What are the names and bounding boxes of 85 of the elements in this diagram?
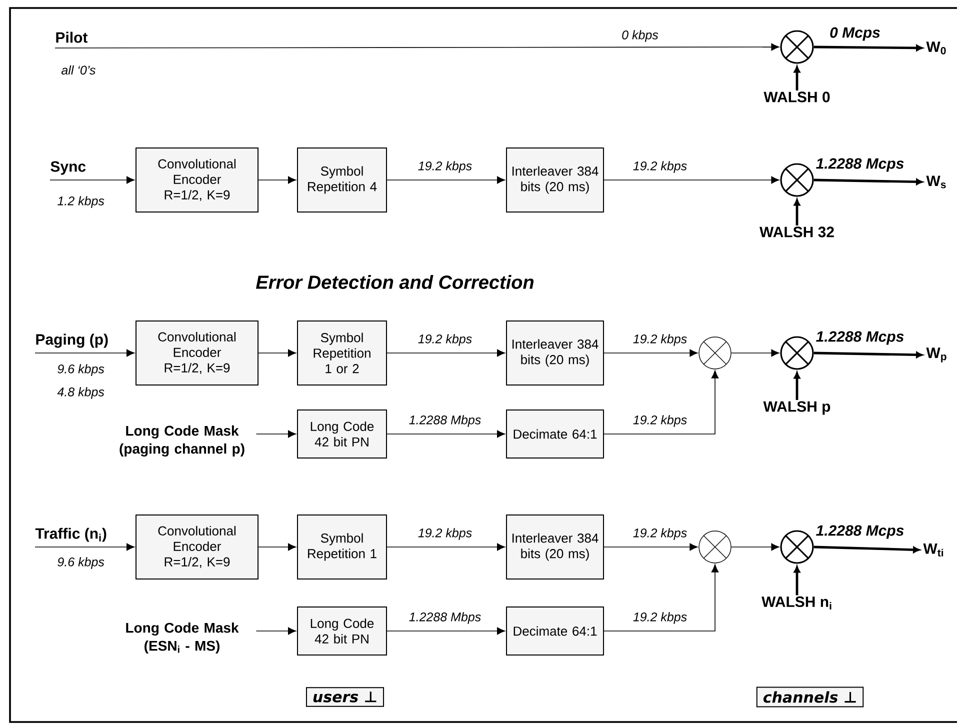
process-box: Interleaver 384 bits (20 ms) bbox=[506, 320, 604, 386]
arrow bbox=[794, 566, 800, 596]
arrow bbox=[386, 627, 505, 635]
arrow bbox=[794, 66, 800, 90]
walsh-code-label: WALSH p bbox=[763, 401, 830, 415]
process-box: Long Code 42 bit PN bbox=[297, 606, 387, 656]
arrow bbox=[730, 349, 780, 357]
walsh-code-label: WALSH 0 bbox=[764, 92, 830, 102]
edge-label: 1.2288 Mbps bbox=[408, 611, 482, 625]
arrow bbox=[814, 44, 923, 52]
walsh-code-label: WALSH 32 bbox=[760, 226, 834, 238]
output-label: W$_{0}$ bbox=[926, 42, 946, 54]
arrow bbox=[258, 349, 296, 357]
process-box: Interleaver 384 bits (20 ms) bbox=[506, 514, 604, 580]
mask-label: Long Code Mask (paging channel p) bbox=[120, 425, 244, 457]
arrow bbox=[794, 199, 800, 226]
arrow bbox=[126, 543, 134, 551]
arrow bbox=[386, 176, 505, 184]
process-box: Symbol Repetition 4 bbox=[297, 148, 387, 212]
arrow bbox=[730, 543, 780, 551]
arrow bbox=[604, 564, 719, 632]
channel-name: Paging (p) bbox=[36, 334, 108, 348]
process-box: Convolutional Encoder R=1/2, K=9 bbox=[136, 514, 258, 580]
arrow bbox=[258, 176, 296, 184]
channel-name: Pilot bbox=[56, 32, 88, 43]
edge-label: 1.2288 Mbps bbox=[408, 414, 482, 428]
arrow bbox=[386, 543, 505, 551]
arrow bbox=[794, 372, 800, 400]
arrow bbox=[604, 349, 698, 357]
rate-label: all ‘0’s bbox=[62, 65, 96, 75]
mixer-circle bbox=[780, 336, 814, 370]
process-box: Convolutional Encoder R=1/2, K=9 bbox=[136, 148, 258, 212]
output-label: W$_{s}$ bbox=[926, 176, 946, 188]
arrow bbox=[814, 352, 923, 358]
section-heading: Error Detection and Correction bbox=[256, 275, 534, 289]
walsh-code-label: WALSH n$_{i}$ bbox=[762, 596, 832, 610]
edge-label: 0 kbps bbox=[620, 29, 660, 43]
mask-label: Long Code Mask (ESN$_{i}$ - MS) bbox=[126, 622, 239, 654]
arrow bbox=[604, 370, 719, 434]
tag-box: users ⊥ bbox=[306, 687, 384, 707]
arrow bbox=[256, 627, 296, 635]
edge-label: 0 Mcps bbox=[828, 26, 882, 42]
mixer-circle bbox=[780, 163, 814, 197]
arrow bbox=[258, 543, 296, 551]
output-label: W$_{ti}$ bbox=[923, 543, 944, 557]
arrow bbox=[814, 546, 920, 553]
edge-label: 19.2 kbps bbox=[632, 160, 688, 174]
arrow bbox=[256, 430, 296, 438]
edge-label: 19.2 kbps bbox=[632, 527, 688, 541]
arrow bbox=[126, 349, 134, 357]
process-box: Convolutional Encoder R=1/2, K=9 bbox=[136, 320, 258, 386]
process-box: Symbol Repetition 1 or 2 bbox=[297, 320, 387, 386]
mixer-circle bbox=[780, 30, 814, 64]
process-box: Symbol Repetition 1 bbox=[297, 514, 387, 580]
output-label: W$_{p}$ bbox=[926, 348, 946, 362]
process-box: Long Code 42 bit PN bbox=[297, 410, 387, 458]
arrow bbox=[814, 178, 923, 186]
arrow bbox=[386, 430, 505, 438]
arrow bbox=[604, 543, 698, 551]
arrow bbox=[126, 176, 134, 184]
mixer-circle bbox=[698, 336, 732, 370]
edge-label: 19.2 kbps bbox=[632, 611, 688, 625]
rate-label: 4.8 kbps bbox=[57, 387, 104, 399]
arrow bbox=[771, 43, 780, 51]
edge-label: 19.2 kbps bbox=[416, 160, 474, 174]
edge-label: 19.2 kbps bbox=[416, 527, 474, 541]
rate-label: 9.6 kbps bbox=[58, 364, 104, 376]
channel-name: Traffic (n$_{i}$) bbox=[35, 528, 106, 542]
mixer-circle bbox=[780, 530, 814, 564]
mixer-circle bbox=[698, 530, 732, 564]
channel-name: Sync bbox=[50, 161, 86, 175]
process-box: Decimate 64:1 bbox=[506, 606, 604, 656]
arrow bbox=[386, 349, 505, 357]
arrow bbox=[604, 176, 780, 184]
edge-label: 1.2288 Mcps bbox=[814, 524, 906, 540]
tag-box: channels ⊥ bbox=[756, 686, 864, 708]
rate-label: 1.2 kbps bbox=[58, 196, 104, 208]
process-box: Decimate 64:1 bbox=[506, 410, 604, 458]
process-box: Interleaver 384 bits (20 ms) bbox=[506, 148, 604, 212]
edge-label: 19.2 kbps bbox=[416, 333, 474, 347]
edge-label: 1.2288 Mcps bbox=[814, 330, 906, 346]
rate-label: 9.6 kbps bbox=[58, 557, 104, 569]
edge-label: 19.2 kbps bbox=[632, 333, 688, 347]
edge-label: 1.2288 Mcps bbox=[814, 157, 906, 173]
edge-label: 19.2 kbps bbox=[632, 414, 688, 428]
